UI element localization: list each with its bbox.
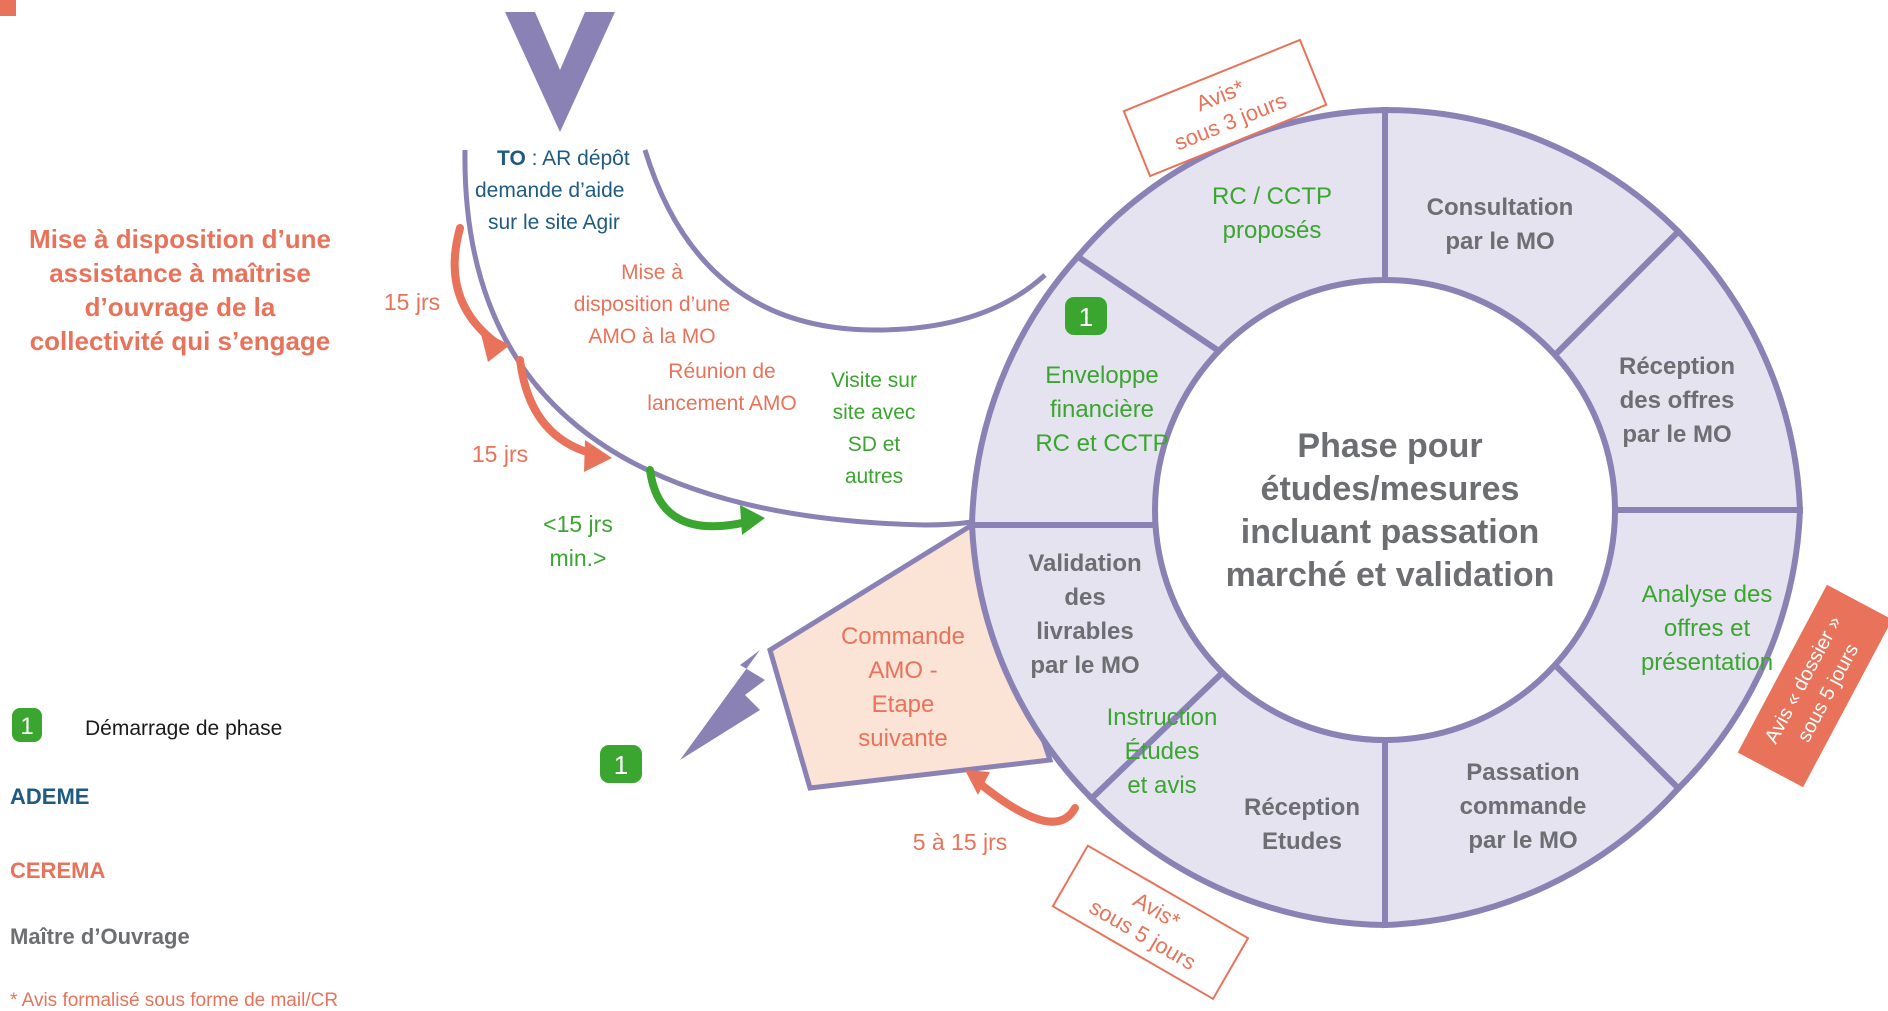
svg-text:Phase pour: Phase pour bbox=[1297, 427, 1482, 465]
svg-text:livrables: livrables bbox=[1036, 618, 1133, 645]
arrowhead-3 bbox=[740, 505, 765, 535]
delay-label-3: <15 jrs min.> bbox=[543, 511, 613, 571]
svg-text:par le MO: par le MO bbox=[1622, 421, 1731, 448]
svg-text:Réunion de: Réunion de bbox=[668, 360, 775, 383]
wheel-center bbox=[1152, 277, 1618, 743]
svg-text:1: 1 bbox=[1079, 302, 1093, 332]
to-label: TO : AR dépôt demande d’aide sur le site… bbox=[475, 147, 630, 234]
svg-text:études/mesures: études/mesures bbox=[1261, 470, 1520, 508]
svg-text:Enveloppe: Enveloppe bbox=[1045, 362, 1158, 389]
svg-text:Etudes: Etudes bbox=[1262, 828, 1342, 855]
segment-label-consultation: Consultation par le MO bbox=[1427, 194, 1574, 255]
svg-text:collectivité qui s’engage: collectivité qui s’engage bbox=[30, 326, 331, 356]
segment-label-rc-cctp: RC / CCTP proposés bbox=[1212, 183, 1332, 244]
svg-text:Passation: Passation bbox=[1466, 759, 1579, 786]
legend-ademe: ADEME bbox=[10, 784, 89, 809]
svg-text:des offres: des offres bbox=[1620, 387, 1735, 414]
svg-text:d’ouvrage de la: d’ouvrage de la bbox=[85, 292, 276, 322]
svg-text:Mise à disposition d’une: Mise à disposition d’une bbox=[29, 224, 331, 254]
svg-text:RC et CCTP: RC et CCTP bbox=[1035, 430, 1168, 457]
svg-text:marché et validation: marché et validation bbox=[1226, 556, 1555, 594]
svg-text:présentation: présentation bbox=[1641, 649, 1773, 676]
legend-cerema: CEREMA bbox=[10, 858, 105, 883]
svg-text:Études: Études bbox=[1125, 738, 1200, 765]
left-arrow-icon bbox=[680, 650, 765, 760]
badge-next-step: 1 bbox=[600, 745, 642, 783]
svg-text:lancement AMO: lancement AMO bbox=[647, 392, 796, 415]
svg-text:suivante: suivante bbox=[858, 725, 947, 752]
svg-text:des: des bbox=[1064, 584, 1105, 611]
legend-mo: Maître d’Ouvrage bbox=[10, 924, 190, 949]
avis-3-jours-box: Avis* sous 3 jours bbox=[1122, 38, 1328, 178]
svg-text:min.>: min.> bbox=[550, 545, 607, 571]
svg-text:par le MO: par le MO bbox=[1030, 652, 1139, 679]
svg-text:financière: financière bbox=[1050, 396, 1154, 423]
mise-label: Mise à disposition d’une AMO à la MO bbox=[574, 261, 730, 348]
arrowhead-4 bbox=[965, 770, 990, 795]
badge-phase-start: 1 bbox=[1065, 297, 1107, 335]
svg-text:Visite sur: Visite sur bbox=[831, 369, 917, 392]
svg-text:commande: commande bbox=[1460, 793, 1587, 820]
commande-label: Commande AMO - Etape suivante bbox=[841, 623, 965, 752]
svg-text:Analyse des: Analyse des bbox=[1642, 581, 1773, 608]
svg-text:et avis: et avis bbox=[1127, 772, 1196, 799]
svg-text:Réception: Réception bbox=[1619, 353, 1735, 380]
segment-label-reception-offres: Réception des offres par le MO bbox=[1619, 353, 1735, 448]
segment-label-enveloppe: Enveloppe financière RC et CCTP bbox=[1035, 362, 1168, 457]
center-title: Phase pour études/mesures incluant passa… bbox=[1226, 427, 1555, 594]
badge-legend: 1 bbox=[12, 708, 42, 742]
svg-text:Commande: Commande bbox=[841, 623, 965, 650]
delay-label-2: 15 jrs bbox=[472, 441, 528, 467]
svg-text:Mise à: Mise à bbox=[621, 261, 683, 284]
svg-text:1: 1 bbox=[614, 750, 628, 780]
reunion-label: Réunion de lancement AMO bbox=[647, 360, 796, 415]
segment-label-instruction: Instruction Études et avis bbox=[1107, 704, 1218, 799]
svg-text:par le MO: par le MO bbox=[1445, 228, 1554, 255]
svg-text:1: 1 bbox=[20, 713, 33, 740]
corner-mark bbox=[0, 0, 16, 16]
legend-footnote: * Avis formalisé sous forme de mail/CR bbox=[10, 990, 338, 1011]
svg-text:assistance à maîtrise: assistance à maîtrise bbox=[49, 258, 311, 288]
svg-text:Instruction: Instruction bbox=[1107, 704, 1218, 731]
svg-text:Etape: Etape bbox=[872, 691, 935, 718]
svg-text:proposés: proposés bbox=[1223, 217, 1322, 244]
delay-label-4: 5 à 15 jrs bbox=[913, 829, 1008, 855]
svg-text:Réception: Réception bbox=[1244, 794, 1360, 821]
svg-text:<15 jrs: <15 jrs bbox=[543, 511, 613, 537]
svg-text:par le MO: par le MO bbox=[1468, 827, 1577, 854]
delay-arrow-4 bbox=[974, 778, 1079, 826]
svg-text:Validation: Validation bbox=[1028, 550, 1141, 577]
delay-arrow-2 bbox=[516, 356, 602, 459]
segment-label-analyse: Analyse des offres et présentation bbox=[1641, 581, 1773, 676]
svg-text:TO : AR dépôt: TO : AR dépôt bbox=[497, 147, 630, 170]
arrowhead-2 bbox=[584, 440, 612, 472]
svg-text:incluant passation: incluant passation bbox=[1241, 513, 1540, 551]
svg-text:AMO -: AMO - bbox=[868, 657, 937, 684]
svg-text:autres: autres bbox=[845, 465, 903, 488]
delay-arrow-3 bbox=[646, 466, 759, 531]
svg-text:SD et: SD et bbox=[848, 433, 901, 456]
arrowhead-1 bbox=[480, 330, 510, 362]
svg-text:disposition d’une: disposition d’une bbox=[574, 293, 730, 316]
outer-arc bbox=[462, 149, 973, 528]
svg-text:sur le site Agir: sur le site Agir bbox=[488, 211, 620, 234]
phase-wheel bbox=[968, 106, 1804, 929]
segment-label-passation: Passation commande par le MO bbox=[1460, 759, 1587, 854]
top-arrow-icon bbox=[505, 12, 615, 132]
legend-demarrage: Démarrage de phase bbox=[85, 717, 282, 740]
inner-arc bbox=[642, 149, 1047, 333]
svg-text:Consultation: Consultation bbox=[1427, 194, 1574, 221]
left-title: Mise à disposition d’une assistance à ma… bbox=[29, 224, 331, 356]
segment-label-validation: Validation des livrables par le MO bbox=[1028, 550, 1141, 679]
svg-text:RC / CCTP: RC / CCTP bbox=[1212, 183, 1332, 210]
svg-text:AMO à la MO: AMO à la MO bbox=[588, 325, 715, 348]
visite-label: Visite sur site avec SD et autres bbox=[831, 369, 917, 488]
segment-label-reception-etudes: Réception Etudes bbox=[1244, 794, 1360, 855]
svg-text:offres et: offres et bbox=[1664, 615, 1751, 642]
svg-text:demande d’aide: demande d’aide bbox=[475, 179, 624, 202]
svg-text:site avec: site avec bbox=[833, 401, 916, 424]
delay-label-1: 15 jrs bbox=[384, 289, 440, 315]
